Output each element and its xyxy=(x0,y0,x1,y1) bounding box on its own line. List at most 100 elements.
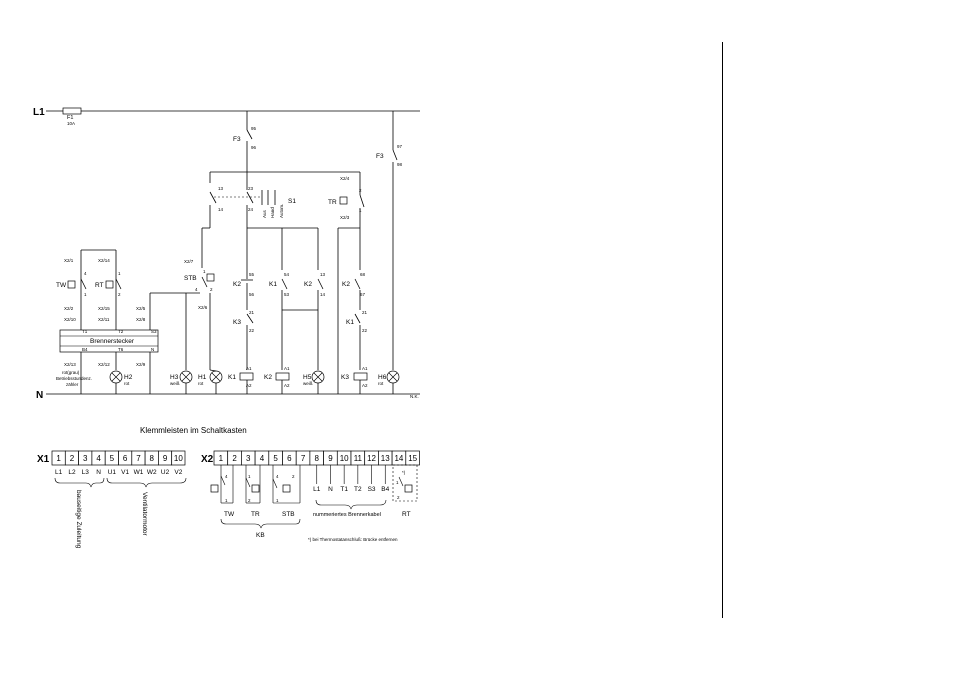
x1-terminal-signal: U1 xyxy=(108,469,117,476)
x2-5: X2/5 xyxy=(136,306,146,311)
x2-terminal-number: 9 xyxy=(328,454,333,463)
x2-terminal-number: 14 xyxy=(394,454,403,463)
contact-tr xyxy=(359,194,365,208)
svg-text:1: 1 xyxy=(225,498,228,503)
x1-terminal-10 xyxy=(171,450,186,466)
x2-2: X2/2 xyxy=(64,306,74,311)
k1-a1: A1 xyxy=(246,366,252,371)
s1-autom: Autom. xyxy=(279,204,284,218)
x2-terminal-15 xyxy=(405,450,420,466)
x2-rt-wiring: *) 1 2 xyxy=(392,464,418,502)
svg-text:4: 4 xyxy=(276,474,279,479)
lamp-h1 xyxy=(209,370,223,384)
k3a-22: 22 xyxy=(249,328,255,333)
k2b-label: K2 xyxy=(304,281,312,288)
f3-t2: 96 xyxy=(251,145,257,150)
x1-terminal-number: 7 xyxy=(136,454,141,463)
tw-4: 4 xyxy=(84,271,87,276)
pin-t1: T1 xyxy=(82,329,88,334)
x1-terminal-signal: V1 xyxy=(121,469,129,476)
svg-text:1: 1 xyxy=(248,474,251,479)
x2-tw-wiring: 4 1 xyxy=(210,465,234,504)
contact-f3b xyxy=(392,149,398,161)
x2-terminal-signal: T2 xyxy=(354,486,362,493)
x1-terminal-signal: L1 xyxy=(55,469,63,476)
x1-group2-brace xyxy=(106,477,187,488)
pin-t2: T2 xyxy=(118,329,124,334)
h5-color: weiß xyxy=(303,381,313,386)
x1-terminal-number: 8 xyxy=(150,454,155,463)
k2a-55: 55 xyxy=(249,272,255,277)
x2-12: X2/12 xyxy=(98,362,110,367)
x2-terminal-number: 1 xyxy=(219,454,224,463)
x1-terminal-signal: L3 xyxy=(82,469,90,476)
k1b-22: 22 xyxy=(362,328,368,333)
x2-terminal-number: 11 xyxy=(354,454,363,463)
lamp-h2 xyxy=(109,370,123,384)
k2c-label: K2 xyxy=(342,281,350,288)
x1-terminal-number: 9 xyxy=(163,454,168,463)
contact-stb xyxy=(201,276,208,288)
stb-symbol xyxy=(206,273,215,282)
s1-label: S1 xyxy=(288,198,296,205)
s1-aus: Aus xyxy=(262,209,267,218)
k3a-label: K3 xyxy=(233,319,241,326)
x2-label: X2 xyxy=(201,454,214,465)
k2c-67: 67 xyxy=(360,292,366,297)
x2-terminal-signal: S3 xyxy=(368,486,376,493)
k3-a2: A2 xyxy=(362,383,368,388)
k3-a1: A1 xyxy=(362,366,368,371)
k2-a2: A2 xyxy=(284,383,290,388)
k1b-label: K1 xyxy=(346,319,354,326)
k3a-21: 21 xyxy=(249,310,255,315)
x1-terminal-signal: W2 xyxy=(147,469,157,476)
contact-k-13-14 xyxy=(209,191,217,204)
pin-s3: S3 xyxy=(151,329,157,334)
k2a-56: 56 xyxy=(249,292,255,297)
contact-tw xyxy=(80,278,87,290)
note-1: rot(grau) xyxy=(62,370,80,375)
f3b-t2: 98 xyxy=(397,162,403,167)
terminals-title: Klemmleisten im Schaltkasten xyxy=(140,426,247,435)
pin-n: N xyxy=(151,347,154,352)
coil-k1 xyxy=(239,372,254,381)
x2-8: X2/8 xyxy=(136,317,146,322)
s1-hand: Hand xyxy=(270,207,275,218)
contact-f3 xyxy=(246,129,253,140)
x2-terminal-number: 6 xyxy=(287,454,292,463)
k2-coil-label: K2 xyxy=(264,374,272,381)
h1-color: rot xyxy=(198,381,204,386)
f3b-label: F3 xyxy=(376,153,384,160)
k1-a2: A2 xyxy=(246,383,252,388)
h3-label: H3 xyxy=(170,374,179,381)
x2-9: X2/9 xyxy=(136,362,146,367)
footnote: *) bei Thermostatanschluß: Brücke entfer… xyxy=(308,537,398,542)
x1-terminal-signal: V2 xyxy=(174,469,182,476)
fuse-f1 xyxy=(62,107,82,115)
contact-rt xyxy=(115,278,122,290)
h3-color: weiß xyxy=(170,381,180,386)
contact-k2b xyxy=(317,278,324,290)
x1-terminal-number: 2 xyxy=(70,454,75,463)
k2a-label: K2 xyxy=(233,281,241,288)
x2-11: X2/11 xyxy=(98,317,110,322)
tr-label: TR xyxy=(328,199,337,206)
x1-group1-label: bauseitige Zuleitung xyxy=(75,490,82,549)
x2-7: X2/7 xyxy=(184,259,194,264)
rt-2: 2 xyxy=(118,292,121,297)
x1-group1-brace xyxy=(54,477,105,488)
x2-kb-brace xyxy=(220,518,301,529)
x2-terminal-signal: L1 xyxy=(313,486,321,493)
x2-1: X2/1 xyxy=(64,258,74,263)
k1a-54: 54 xyxy=(284,272,290,277)
x2-terminal-number: 15 xyxy=(408,454,417,463)
x2-6: X2/6 xyxy=(198,305,208,310)
stb-4: 4 xyxy=(195,287,198,292)
k3-coil-label: K3 xyxy=(341,374,349,381)
lamp-h3 xyxy=(179,370,193,384)
svg-text:4: 4 xyxy=(225,474,228,479)
x1-label: X1 xyxy=(37,454,50,465)
x2-terminal-number: 7 xyxy=(301,454,306,463)
x2-terminal-number: 8 xyxy=(315,454,320,463)
